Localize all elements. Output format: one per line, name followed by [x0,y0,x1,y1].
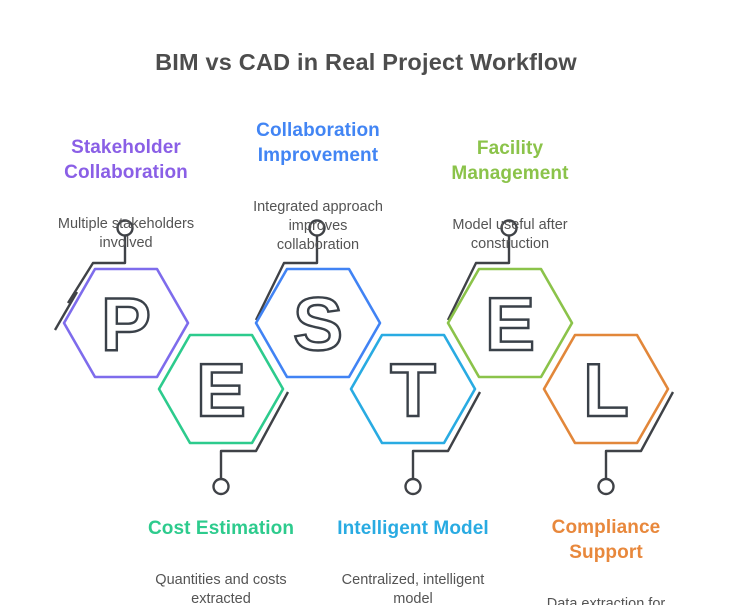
label-cost-estimation: Cost Estimation Quantities and costs ext… [111,498,331,605]
connector-pin-circle [597,477,615,496]
hexagon-stakeholder-collaboration [62,267,190,379]
hex-letter-t-intelligent-model: T [390,348,436,432]
hex-letter-p-stakeholder-collaboration: P [101,282,151,366]
connector-line [604,391,675,479]
label-desc: Quantities and costs extracted [155,572,287,605]
label-desc: Centralized, intelligent model [341,572,485,605]
page-title: BIM vs CAD in Real Project Workflow [155,49,577,75]
hexagon-collaboration-improvement [254,267,382,379]
connector-pin-circle [308,219,326,237]
connector-pin-circle [116,219,134,237]
connector-line [66,235,127,304]
connector-pin-circle [212,477,230,496]
hexagon-compliance-support [542,333,670,445]
hex-letter-l-compliance-support: L [583,348,629,432]
connector-stakeholder-collaboration [53,219,134,331]
connector-facility-management [446,219,518,321]
label-collaboration-improvement: Collaboration Improvement Integrated app… [208,100,428,273]
label-desc: Integrated approach improves collaborati… [253,199,383,253]
hexagon-cost-estimation [157,333,285,445]
connector-line [219,391,290,479]
label-desc: Data extraction for compliance [546,596,666,605]
hex-letter-s-collaboration-improvement: S [293,282,343,366]
label-stakeholder-collaboration: Stakeholder Collaboration Multiple stake… [16,117,236,271]
hexagon-facility-management [446,267,574,379]
label-facility-management: Facility Management Model useful after c… [400,118,620,272]
label-desc: Model useful after construction [452,217,568,252]
label-heading: Intelligent Model [337,518,489,539]
label-compliance-support: Compliance Support Data extraction for c… [496,497,716,605]
label-heading: Compliance Support [551,517,661,563]
label-intelligent-model: Intelligent Model Centralized, intellige… [303,498,523,605]
connector-slash [53,291,79,331]
hexagon-intelligent-model [349,333,477,445]
label-heading: Cost Estimation [147,518,295,539]
label-heading: Collaboration Improvement [256,120,380,166]
connector-line [446,235,511,321]
connector-pin-circle [500,219,518,237]
connector-intelligent-model [404,391,482,496]
connector-pin-circle [404,477,422,496]
hex-letter-e-facility-management: E [485,282,535,366]
connector-cost-estimation [212,391,290,496]
label-heading: Facility Management [451,138,569,184]
connector-compliance-support [597,391,675,496]
label-desc: Multiple stakeholders involved [57,216,195,251]
hex-letter-e-cost-estimation: E [196,348,246,432]
connector-line [254,235,319,321]
connector-line [411,391,482,479]
connector-collaboration-improvement [254,219,326,321]
label-heading: Stakeholder Collaboration [64,137,188,183]
